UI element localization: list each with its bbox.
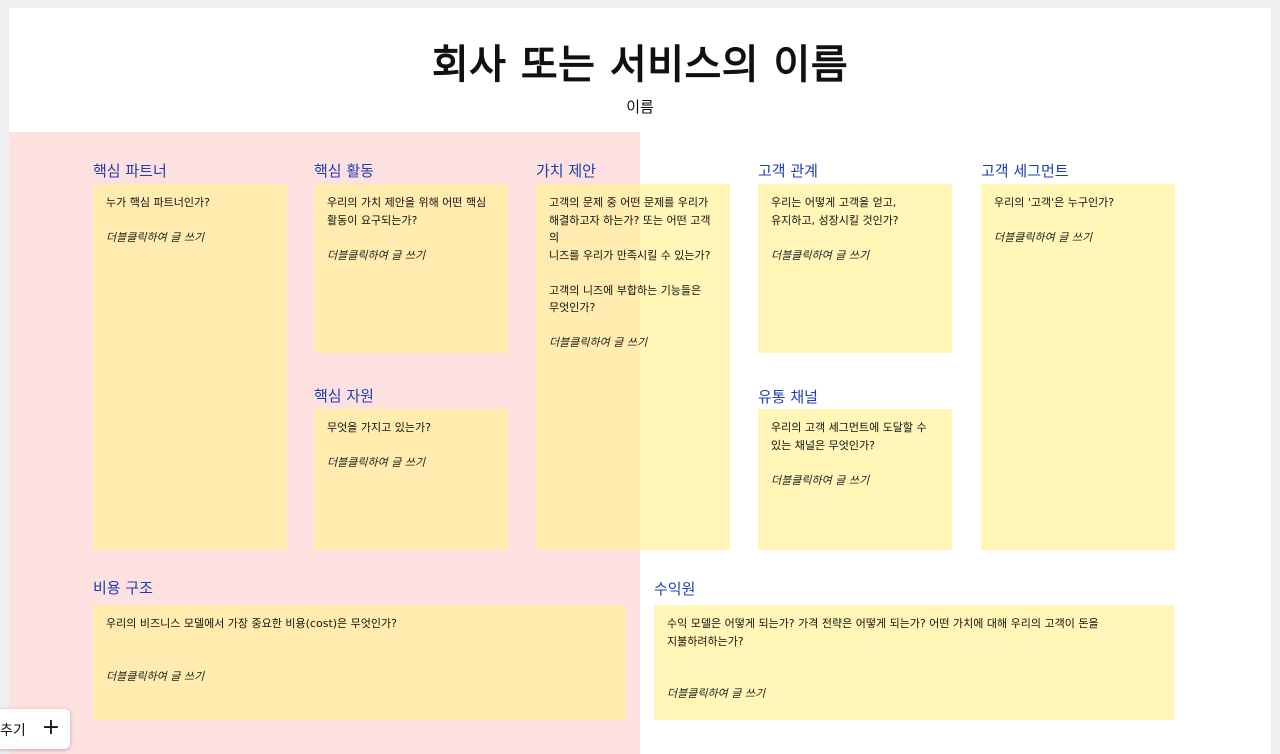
value-propositions-note[interactable]: 고객의 문제 중 어떤 문제를 우리가 해결하고자 하는가? 또는 어떤 고객의… — [536, 184, 730, 550]
revenue-streams-note[interactable]: 수익 모델은 어떻게 되는가? 가격 전략은 어떻게 되는가? 어떤 가치에 대… — [654, 605, 1174, 720]
cost-structure-title: 비용 구조 — [93, 579, 153, 597]
key-partners-note[interactable]: 누가 핵심 파트너인가? 더블클릭하여 글 쓰기 — [93, 184, 287, 550]
key-activities-hint: 더블클릭하여 글 쓰기 — [327, 248, 426, 262]
cost-structure-hint: 더블클릭하여 글 쓰기 — [106, 669, 205, 683]
page-title[interactable]: 회사 또는 서비스의 이름 — [431, 42, 849, 88]
key-activities-question: 우리의 가치 제안을 위해 어떤 핵심 활동이 요구되는가? — [327, 196, 487, 227]
board-canvas[interactable]: 회사 또는 서비스의 이름 이름 핵심 파트너 누가 핵심 파트너인가? 더블클… — [9, 8, 1271, 754]
customer-relationships-question: 우리는 어떻게 고객을 얻고, 유지하고, 성장시킬 것인가? — [771, 196, 899, 227]
value-propositions-question-2: 고객의 니즈에 부합하는 기능들은 무엇인가? — [549, 283, 702, 315]
key-resources-title: 핵심 자원 — [314, 387, 374, 405]
channels-note[interactable]: 우리의 고객 세그먼트에 도달할 수 있는 채널은 무엇인가? 더블클릭하여 글… — [758, 409, 952, 550]
customer-relationships-hint: 더블클릭하여 글 쓰기 — [771, 248, 870, 262]
key-resources-question: 무엇을 가지고 있는가? — [327, 421, 431, 434]
cost-structure-question: 우리의 비즈니스 모델에서 가장 중요한 비용(cost)은 무엇인가? — [106, 617, 397, 630]
key-activities-title: 핵심 활동 — [314, 162, 374, 180]
key-partners-title: 핵심 파트너 — [93, 162, 167, 180]
key-resources-note[interactable]: 무엇을 가지고 있는가? 더블클릭하여 글 쓰기 — [314, 409, 508, 550]
revenue-streams-hint: 더블클릭하여 글 쓰기 — [667, 687, 766, 700]
plus-icon[interactable]: + — [41, 715, 61, 740]
customer-relationships-title: 고객 관계 — [758, 162, 818, 180]
revenue-streams-question: 수익 모델은 어떻게 되는가? 가격 전략은 어떻게 되는가? 어떤 가치에 대… — [667, 617, 1099, 648]
key-partners-hint: 더블클릭하여 글 쓰기 — [106, 231, 205, 244]
key-activities-note[interactable]: 우리의 가치 제안을 위해 어떤 핵심 활동이 요구되는가? 더블클릭하여 글 … — [314, 184, 508, 353]
value-propositions-hint: 더블클릭하여 글 쓰기 — [549, 336, 648, 349]
cost-structure-note[interactable]: 우리의 비즈니스 모델에서 가장 중요한 비용(cost)은 무엇인가? 더블클… — [93, 605, 626, 720]
key-partners-question: 누가 핵심 파트너인가? — [106, 196, 210, 209]
customer-segments-question: 우리의 '고객'은 누구인가? — [994, 196, 1115, 209]
key-resources-hint: 더블클릭하여 글 쓰기 — [327, 456, 426, 469]
customer-segments-note[interactable]: 우리의 '고객'은 누구인가? 더블클릭하여 글 쓰기 — [981, 184, 1175, 550]
channels-hint: 더블클릭하여 글 쓰기 — [771, 473, 870, 487]
customer-segments-hint: 더블클릭하여 글 쓰기 — [994, 231, 1093, 244]
customer-relationships-note[interactable]: 우리는 어떻게 고객을 얻고, 유지하고, 성장시킬 것인가? 더블클릭하여 글… — [758, 184, 952, 353]
add-toolbar-label[interactable]: 추기 — [0, 723, 26, 739]
add-toolbar: 추기 + — [0, 709, 70, 749]
customer-segments-title: 고객 세그먼트 — [981, 162, 1069, 180]
value-propositions-question: 고객의 문제 중 어떤 문제를 우리가 해결하고자 하는가? 또는 어떤 고객의… — [549, 196, 711, 262]
revenue-streams-title: 수익원 — [654, 580, 696, 598]
channels-title: 유통 채널 — [758, 388, 818, 406]
channels-question: 우리의 고객 세그먼트에 도달할 수 있는 채널은 무엇인가? — [771, 421, 927, 452]
page-subtitle[interactable]: 이름 — [626, 98, 654, 116]
value-propositions-title: 가치 제안 — [536, 162, 596, 180]
